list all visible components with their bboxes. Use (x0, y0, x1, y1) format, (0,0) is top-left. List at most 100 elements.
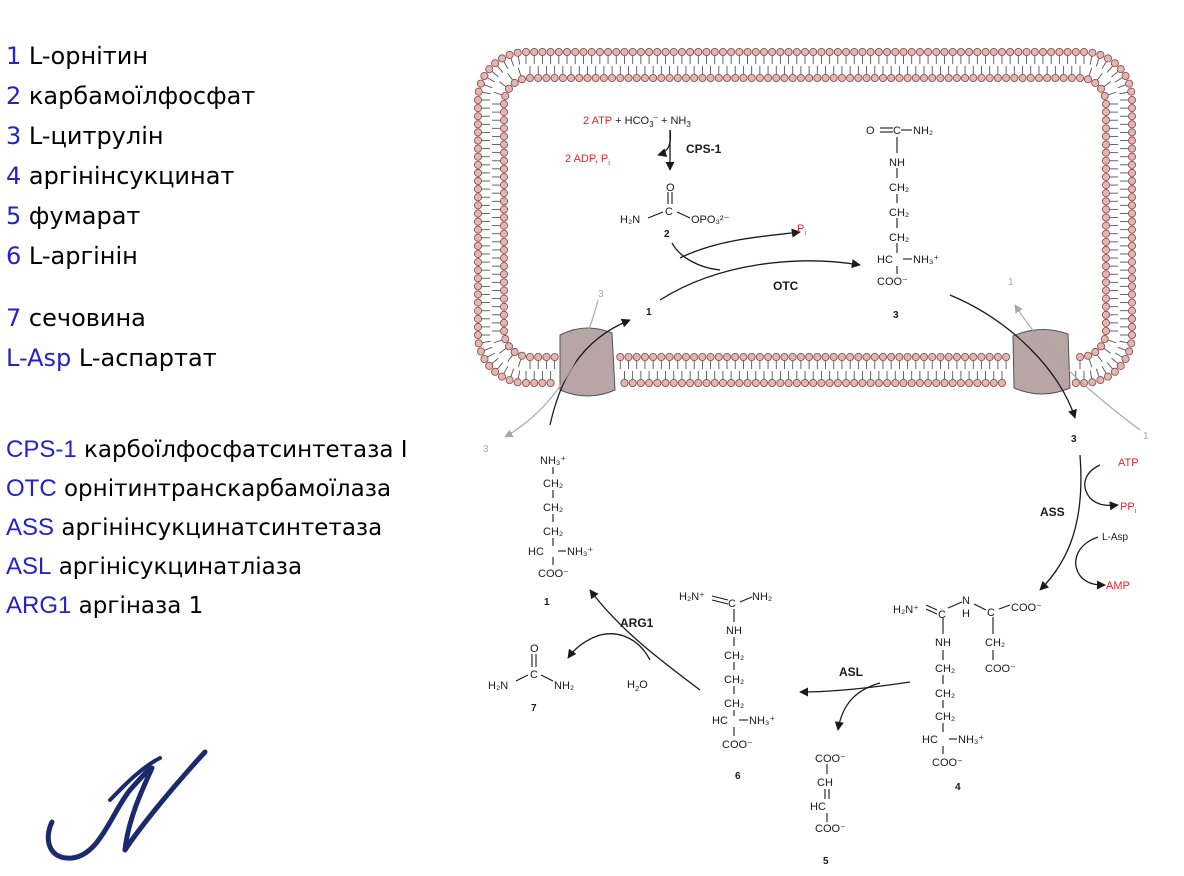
lipid-head (1102, 100, 1111, 109)
lipid-head (796, 352, 805, 361)
lipid-head (669, 48, 678, 57)
lipid-head (499, 132, 508, 141)
arg1-water: H2O (627, 679, 648, 693)
lipid-head (1080, 378, 1089, 387)
lipid-head (895, 74, 904, 83)
lipid-head (677, 48, 686, 57)
lipid-head (833, 378, 842, 387)
lipid-head (1102, 262, 1111, 271)
lipid-head (1102, 205, 1111, 214)
lipid-tail (483, 346, 493, 351)
lipid-tail (1088, 358, 1093, 368)
lipid-head (510, 348, 519, 357)
lipid-tail (1088, 67, 1093, 77)
lipid-head (833, 48, 842, 57)
lipid-head (973, 378, 982, 387)
enzyme-otc: OTC (773, 279, 799, 293)
lipid-head (1110, 59, 1119, 68)
lipid-head (501, 335, 510, 344)
lipid-head (911, 74, 920, 83)
lipid-head (661, 48, 670, 57)
enzyme-arg1: ARG1 (620, 616, 654, 630)
lipid-head (473, 193, 482, 202)
lipid-head (743, 48, 752, 57)
legend-key: ASL (6, 553, 52, 580)
label: OPO₃²⁻ (691, 214, 730, 226)
lipid-head (473, 314, 482, 323)
lipid-tail (493, 91, 503, 96)
label-part: 2 (635, 684, 639, 693)
enzyme-cps1: CPS-1 (686, 142, 722, 156)
lipid-head (805, 352, 814, 361)
lipid-head (870, 352, 879, 361)
legend-key: 3 (6, 122, 22, 150)
legend-item: 5 фумарат (6, 196, 408, 236)
lipid-tail (491, 70, 499, 78)
lipid-head (1100, 335, 1109, 344)
lipid-head (640, 352, 649, 361)
lipid-head (499, 270, 508, 279)
lipid-head (932, 378, 941, 387)
compound-number-2: 2 (664, 229, 670, 240)
lipid-head (554, 48, 563, 57)
lipid-tail (486, 352, 496, 358)
lipid-head (809, 48, 818, 57)
lipid-head (1102, 245, 1111, 254)
ornithine-import-arrow (549, 318, 631, 426)
lipid-head (862, 74, 871, 83)
lipid-head (1127, 339, 1136, 348)
lipid-head (1125, 79, 1134, 88)
lipid-head (632, 74, 641, 83)
lipid-head (731, 352, 740, 361)
lipid-head (473, 249, 482, 258)
lipid-head (755, 352, 764, 361)
lipid-head (1128, 120, 1137, 129)
ornithine-transporter (559, 327, 616, 397)
lipid-head (526, 74, 535, 83)
lipid-head (698, 74, 707, 83)
lipid-tail (1103, 81, 1112, 88)
lipid-head (649, 74, 658, 83)
lipid-head (825, 48, 834, 57)
lipid-head (665, 74, 674, 83)
lipid-head (653, 48, 662, 57)
label: CH₂ (543, 478, 563, 490)
label-part: P (797, 223, 804, 235)
lipid-head (499, 237, 508, 246)
lipid-tail (481, 91, 491, 95)
lipid-head (497, 372, 506, 381)
label-part: i (608, 158, 610, 167)
lipid-head (624, 74, 633, 83)
lipid-head (1128, 274, 1137, 283)
lipid-head (1116, 361, 1125, 370)
lipid-head (1102, 270, 1111, 279)
lipid-head (534, 352, 543, 361)
lipid-head (780, 352, 789, 361)
lipid-head (735, 378, 744, 387)
lipid-head (575, 74, 584, 83)
lipid-tail (498, 347, 507, 354)
lipid-tails (481, 55, 1129, 380)
lipid-head (499, 148, 508, 157)
legend-item: 4 аргінінсукцинат (6, 156, 408, 196)
lipid-head (805, 74, 814, 83)
lipid-head (1102, 229, 1111, 238)
lipid-head (842, 48, 851, 57)
lipid-head (1110, 367, 1119, 376)
compound-number-6: 6 (735, 771, 741, 782)
lipid-head (952, 74, 961, 83)
lipid-head (887, 352, 896, 361)
lipid-head (854, 352, 863, 361)
lipid-head (1067, 74, 1076, 83)
label: H (962, 608, 970, 620)
lipid-head (1127, 87, 1136, 96)
lipid-head (796, 74, 805, 83)
lipid-head (1102, 294, 1111, 303)
lipid-head (1051, 74, 1060, 83)
lipid-head (491, 367, 500, 376)
lipid-head (973, 48, 982, 57)
otc-pi-arrow (679, 228, 801, 259)
lipid-head (1128, 330, 1137, 339)
